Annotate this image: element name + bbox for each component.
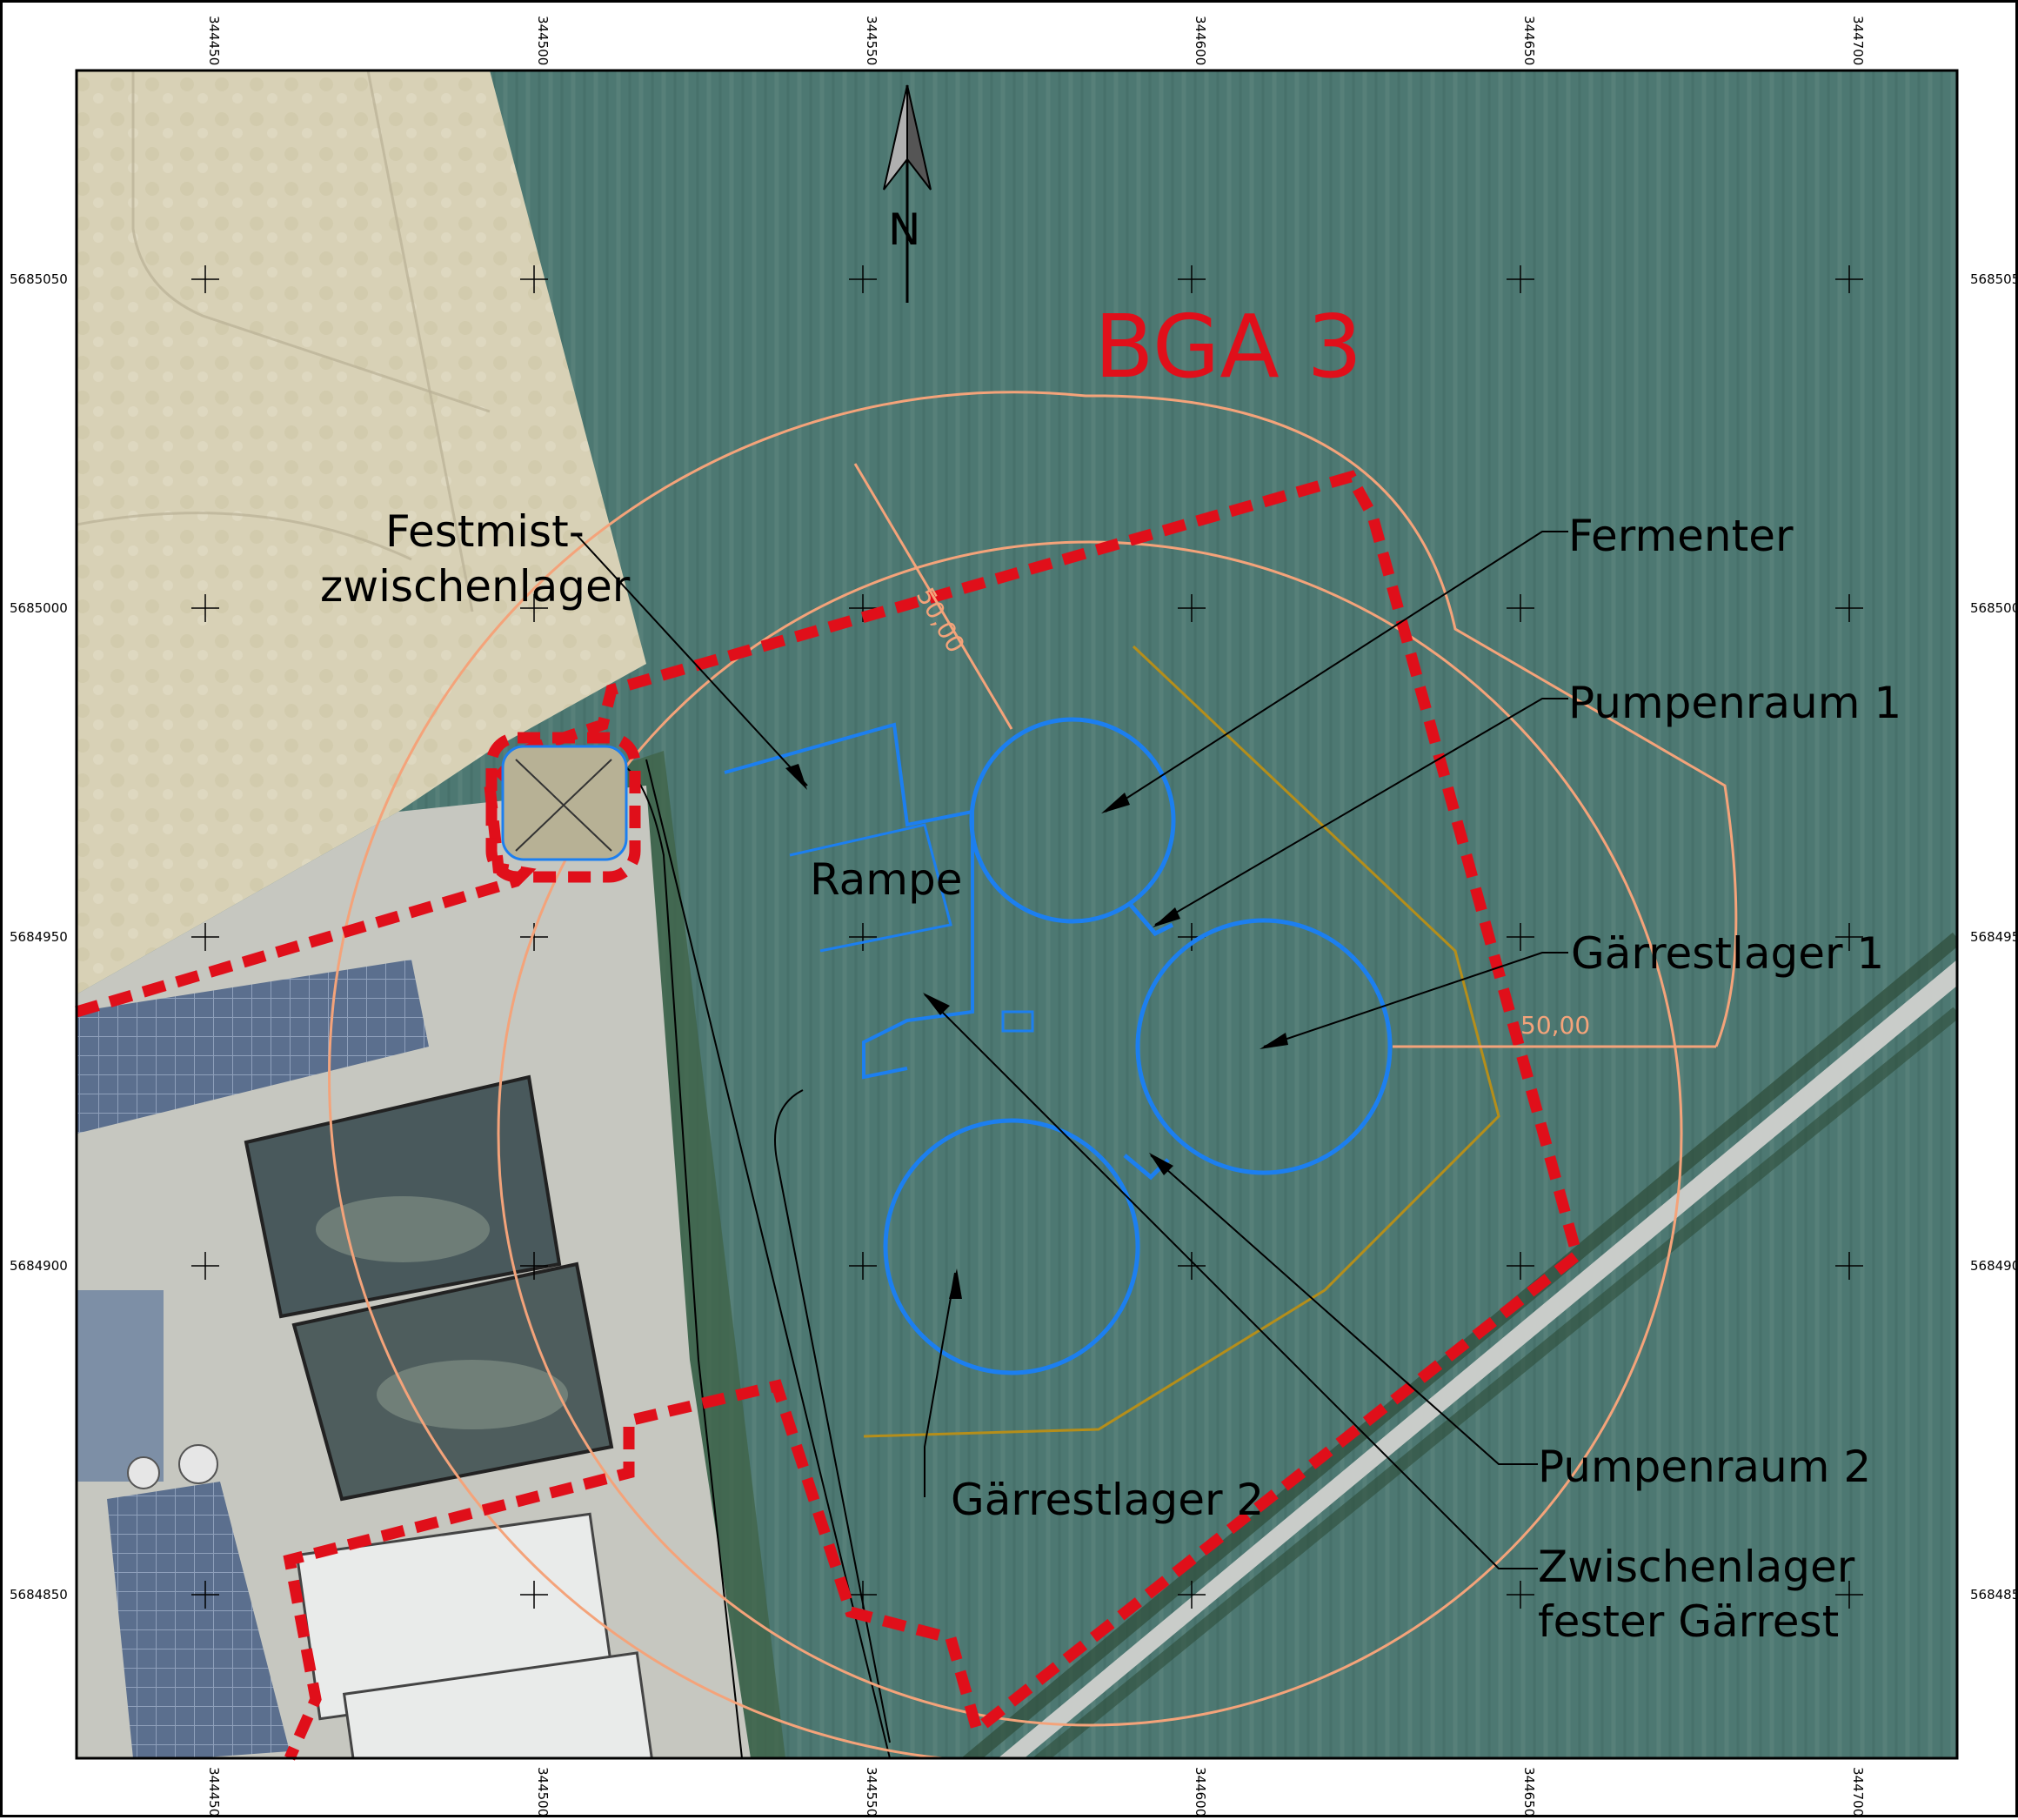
grid-cross: [1178, 594, 1206, 622]
grid-cross: [1178, 1581, 1206, 1609]
coordinate-label: 344500: [535, 1767, 551, 1817]
coordinate-label: 5684950: [1970, 929, 2018, 945]
grid-cross: [849, 1581, 877, 1609]
grid-cross: [520, 1581, 548, 1609]
x-axis-labels-top: 344450 344500 344550 344600 344650 344700: [206, 16, 1866, 65]
coordinate-label: 5684850: [10, 1587, 68, 1603]
site-plan-map: 50,00 50,00 BGA 3 N Festmist- zwischenla…: [10, 16, 2018, 1817]
grid-cross: [1835, 923, 1863, 951]
grid-cross: [191, 594, 219, 622]
pumpenraum-1: [1127, 901, 1174, 937]
grid-cross: [1507, 265, 1534, 293]
grid-cross: [191, 265, 219, 293]
coordinate-label: 5684950: [10, 929, 68, 945]
pipeline: [863, 645, 1500, 1438]
label-gaerrestlager-1: Gärrestlager 1: [1571, 928, 1884, 979]
grid-crosses: [191, 265, 1863, 1609]
map-title: BGA 3: [1094, 296, 1362, 398]
label-festmist-line1: Festmist-: [385, 506, 585, 557]
barn-left: [77, 1290, 164, 1482]
road: [998, 960, 1957, 1758]
label-festmist-line2: zwischenlager: [320, 561, 631, 612]
grid-cross: [1178, 1252, 1206, 1280]
coordinate-label: 5685050: [10, 271, 68, 287]
coordinate-label: 5684900: [1970, 1258, 2018, 1274]
x-axis-labels-bottom: 344450 344500 344550 344600 344650 344700: [206, 1767, 1866, 1817]
aerial-background: [77, 70, 1957, 1758]
grid-cross: [849, 265, 877, 293]
barn-white-2: [342, 1651, 655, 1758]
wheat-field: [77, 70, 646, 994]
label-gaerrestlager-2: Gärrestlager 2: [951, 1475, 1264, 1525]
coordinate-label: 344650: [1521, 16, 1537, 65]
coordinate-label: 5685050: [1970, 271, 2018, 287]
label-pumpenraum-2: Pumpenraum 2: [1538, 1442, 1871, 1492]
north-label: N: [888, 204, 920, 255]
coordinate-label: 5684850: [1970, 1587, 2018, 1603]
coordinate-label: 344450: [206, 1767, 222, 1817]
coordinate-label: 344450: [206, 16, 222, 65]
festmist-boundary: [485, 732, 641, 883]
label-zwischenlager-line2: fester Gärrest: [1538, 1596, 1839, 1647]
label-zwischenlager-line1: Zwischenlager: [1538, 1542, 1855, 1592]
gaerrestlager-2-tank: [883, 1118, 1140, 1375]
grid-cross: [520, 1252, 548, 1280]
grid-cross: [1507, 1581, 1534, 1609]
grid-cross: [520, 265, 548, 293]
coordinate-label: 5685000: [10, 600, 68, 616]
grid-cross: [849, 1252, 877, 1280]
facility-blue: [724, 717, 1393, 1375]
grid-cross: [191, 1252, 219, 1280]
grid-cross: [1507, 923, 1534, 951]
grid-cross: [1835, 594, 1863, 622]
grid-cross: [1835, 1252, 1863, 1280]
grid-cross: [1507, 1252, 1534, 1280]
gaerrestlager-1-tank: [1135, 918, 1393, 1175]
y-axis-labels-right: 5685050 5685000 5684950 5684900 5684850: [1970, 271, 2018, 1603]
coordinate-label: 344550: [864, 1767, 879, 1817]
label-fermenter: Fermenter: [1568, 511, 1794, 561]
label-pumpenraum-1: Pumpenraum 1: [1568, 678, 1901, 728]
coordinate-label: 344600: [1193, 1767, 1208, 1817]
coordinate-label: 5685000: [1970, 600, 2018, 616]
callout-arrowheads: [785, 764, 1288, 1299]
map-border: [75, 69, 1959, 1760]
north-arrow: N: [883, 84, 932, 303]
grid-cross: [191, 1581, 219, 1609]
dimension-label-right: 50,00: [1520, 1011, 1590, 1040]
grid-cross: [191, 923, 219, 951]
coordinate-label: 344700: [1850, 16, 1866, 65]
dimension-line-top: [853, 463, 1013, 730]
coordinate-label: 344500: [535, 16, 551, 65]
y-axis-labels-left: 5685050 5685000 5684950 5684900 5684850: [10, 271, 68, 1603]
grid-cross: [1178, 265, 1206, 293]
rampe-structure: [724, 722, 974, 1080]
coordinate-label: 344600: [1193, 16, 1208, 65]
radius-50m-circle-outline: [497, 540, 1683, 1727]
grid-cross: [1507, 594, 1534, 622]
coordinate-label: 344700: [1850, 1767, 1866, 1817]
callout-leaders: [576, 531, 1568, 1569]
grid-cross: [849, 923, 877, 951]
coordinate-label: 344650: [1521, 1767, 1537, 1817]
grid-cross: [520, 594, 548, 622]
site-boundary: [75, 470, 1584, 1761]
solar-barn-2: [107, 1482, 290, 1758]
coordinate-label: 344550: [864, 16, 879, 65]
label-rampe: Rampe: [810, 854, 963, 905]
solar-barn-1: [77, 960, 429, 1134]
coordinate-label: 5684900: [10, 1258, 68, 1274]
grid-cross: [1835, 1581, 1863, 1609]
grid-cross: [1835, 265, 1863, 293]
radius-50m-circle: [327, 391, 1738, 1758]
